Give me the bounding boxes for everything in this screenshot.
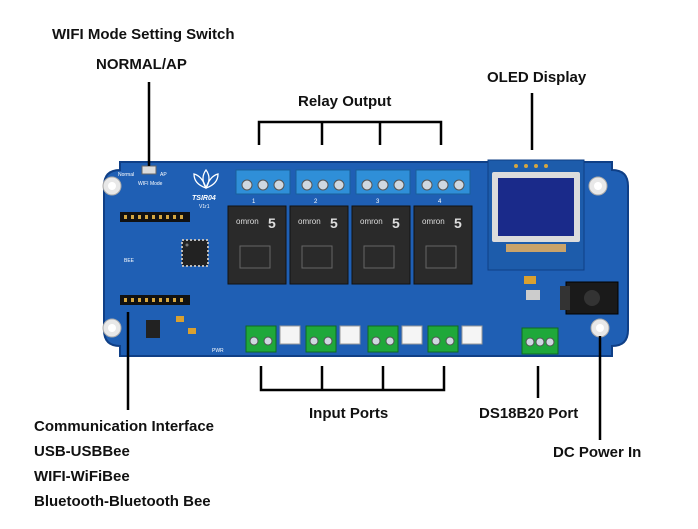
switch-caption-text: WIFI Mode (138, 181, 163, 187)
relay-1: omron 5 1 (227, 199, 287, 285)
relay-4-model: 5 (454, 215, 462, 231)
wifi-mode-switch (141, 165, 157, 175)
dc-power-in-label: DC Power In (553, 444, 642, 461)
bee-label-text: BEE (124, 258, 135, 264)
dc-power-jack (560, 281, 619, 315)
comm-bluetooth-label: Bluetooth-Bluetooth Bee (34, 493, 211, 510)
relay-output-terminals (235, 169, 471, 195)
relay-4-number: 4 (438, 199, 442, 205)
relay-1-brand: omron (236, 217, 259, 226)
board-version-text: V1r1 (199, 204, 210, 210)
relay-4-brand: omron (422, 217, 445, 226)
comm-wifi-label: WIFI-WiFiBee (34, 468, 130, 485)
relay-3-model: 5 (392, 215, 400, 231)
callout-lines (126, 82, 602, 440)
relay-4: omron 5 4 (413, 199, 473, 285)
comm-usb-label: USB-USBBee (34, 443, 130, 460)
board-brand-text: TSIR04 (192, 195, 216, 202)
oled-display (487, 159, 585, 271)
input-ports-label: Input Ports (309, 405, 389, 422)
ds18b20-port-label: DS18B20 Port (479, 405, 579, 422)
relay-2: omron 5 2 (289, 199, 349, 285)
relay-3: omron 5 3 (351, 199, 411, 285)
relay-1-number: 1 (252, 199, 256, 205)
relay-3-brand: omron (360, 217, 383, 226)
input-port-terminals (245, 325, 483, 353)
switch-ap-text: AP (160, 172, 167, 178)
switch-normal-text: Normal (118, 172, 134, 178)
lotus-logo-icon (193, 168, 219, 190)
relay-2-model: 5 (330, 215, 338, 231)
oled-display-label: OLED Display (487, 69, 587, 86)
comm-interface-label: Communication Interface (34, 418, 215, 435)
relay-1-model: 5 (268, 215, 276, 231)
voltage-regulator (146, 320, 160, 338)
ds18b20-terminal (521, 327, 559, 355)
relay-3-number: 3 (376, 199, 380, 205)
bee-socket: BEE (120, 212, 190, 305)
relay-output-label: Relay Output (298, 93, 392, 110)
relay-2-number: 2 (314, 199, 318, 205)
pwr-label-text: PWR (212, 348, 224, 354)
microcontroller-chip (181, 239, 209, 267)
wifi-switch-modes: NORMAL/AP (96, 56, 187, 73)
relay-2-brand: omron (298, 217, 321, 226)
wifi-switch-title: WIFI Mode Setting Switch (52, 26, 235, 43)
